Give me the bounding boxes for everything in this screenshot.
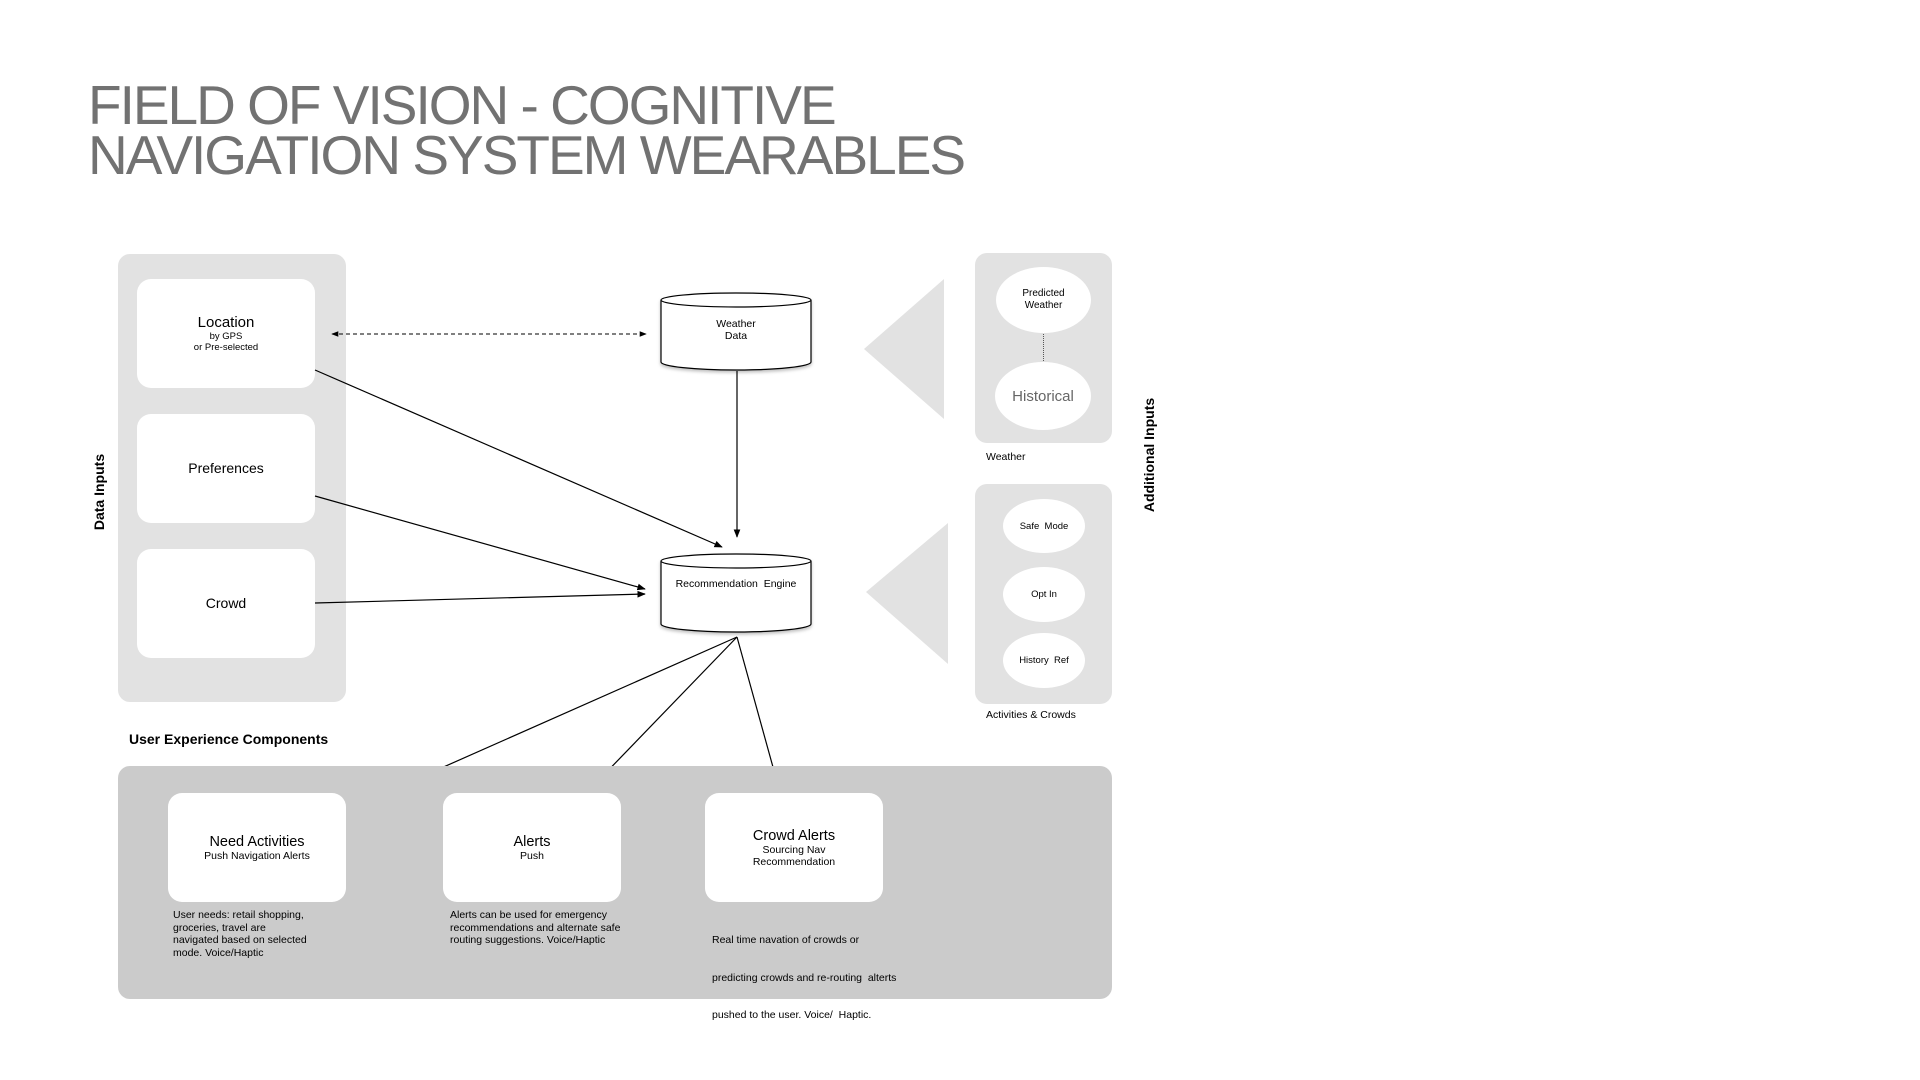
location-card[interactable]: Location by GPS or Pre-selected bbox=[137, 279, 315, 388]
weather-data-line-2: Data bbox=[724, 330, 748, 342]
weather-pointer-triangle bbox=[864, 279, 944, 419]
recommendation-engine-label: Recommendation Engine bbox=[675, 578, 797, 590]
alerts-card[interactable]: Alerts Push bbox=[443, 793, 621, 902]
desc-line: mode. Voice/Haptic bbox=[173, 946, 264, 959]
weather-data-label: Weather Data bbox=[686, 318, 786, 342]
desc-line: User needs: retail shopping, bbox=[173, 909, 304, 921]
historical-label: Historical bbox=[1012, 387, 1074, 405]
need-activities-card[interactable]: Need Activities Push Navigation Alerts bbox=[168, 793, 346, 902]
location-title: Location bbox=[197, 314, 255, 331]
opt-in-node[interactable]: Opt In bbox=[1003, 567, 1085, 622]
data-inputs-label: Data Inputs bbox=[91, 453, 107, 531]
weather-group-caption: Weather bbox=[986, 451, 1026, 463]
desc-line: routing suggestions. Voice/Haptic bbox=[450, 934, 606, 946]
desc-line: groceries, travel are bbox=[173, 921, 266, 934]
safe-mode-node[interactable]: Safe Mode bbox=[1003, 499, 1085, 553]
safe-mode-label: Safe Mode bbox=[1019, 520, 1069, 532]
location-sub-1: by GPS bbox=[209, 331, 243, 342]
preferences-title: Preferences bbox=[188, 460, 264, 476]
location-sub-2: or Pre-selected bbox=[193, 342, 259, 353]
history-ref-node[interactable]: History Ref bbox=[1003, 633, 1085, 688]
need-activities-description: User needs: retail shopping, groceries, … bbox=[173, 909, 307, 959]
desc-line: Alerts can be used for emergency bbox=[450, 909, 607, 921]
desc-line: Real time navation of crowds or bbox=[712, 934, 860, 946]
additional-inputs-label: Additional Inputs bbox=[1141, 397, 1157, 513]
arrow-crowd-engine bbox=[314, 590, 646, 604]
desc-line: pushed to the user. Voice/ Haptic. bbox=[712, 1009, 872, 1021]
history-ref-label: History Ref bbox=[1019, 655, 1069, 666]
predicted-weather-line-2: Weather bbox=[1024, 300, 1063, 311]
crowd-alerts-description: Real time navation of crowds or predicti… bbox=[712, 909, 896, 1034]
activities-pointer-triangle bbox=[866, 523, 948, 664]
need-activities-title: Need Activities bbox=[209, 833, 305, 850]
recommendation-engine-cylinder bbox=[660, 553, 812, 633]
predicted-weather-node[interactable]: Predicted Weather bbox=[996, 267, 1091, 333]
activities-group-caption: Activities & Crowds bbox=[986, 709, 1076, 721]
desc-line: predicting crowds and re-routing alterts bbox=[712, 971, 897, 984]
title-line-1: FIELD OF VISION - COGNITIVE bbox=[88, 74, 837, 136]
crowd-alerts-title: Crowd Alerts bbox=[752, 827, 836, 844]
arrow-engine-crowd-alerts bbox=[736, 636, 778, 779]
alerts-description: Alerts can be used for emergency recomme… bbox=[450, 909, 620, 947]
alerts-sub: Push bbox=[520, 849, 544, 862]
need-activities-sub: Push Navigation Alerts bbox=[204, 849, 310, 862]
title-line-2: NAVIGATION SYSTEM WEARABLES bbox=[88, 124, 966, 186]
predicted-weather-line-1: Predicted bbox=[1022, 288, 1065, 299]
crowd-alerts-sub-2: Recommendation bbox=[752, 855, 836, 868]
historical-node[interactable]: Historical bbox=[995, 362, 1091, 430]
opt-in-label: Opt In bbox=[1031, 589, 1057, 600]
alerts-title: Alerts bbox=[513, 833, 551, 850]
crowd-card[interactable]: Crowd bbox=[137, 549, 315, 658]
crowd-alerts-card[interactable]: Crowd Alerts Sourcing Nav Recommendation bbox=[705, 793, 883, 902]
crowd-title: Crowd bbox=[205, 595, 247, 611]
ux-components-label: User Experience Components bbox=[129, 731, 329, 747]
weather-data-line-1: Weather bbox=[716, 318, 756, 330]
arrow-preferences-engine bbox=[314, 495, 646, 591]
desc-line: recommendations and alternate safe bbox=[450, 921, 621, 934]
arrow-location-engine bbox=[314, 369, 723, 548]
page-title: FIELD OF VISION - COGNITIVE NAVIGATION S… bbox=[88, 74, 966, 186]
crowd-alerts-sub-1: Sourcing Nav bbox=[762, 843, 826, 856]
desc-line: navigated based on selected bbox=[173, 934, 307, 946]
preferences-card[interactable]: Preferences bbox=[137, 414, 315, 523]
arrow-engine-alerts bbox=[595, 636, 738, 784]
weather-dotted-connector bbox=[1043, 334, 1044, 361]
